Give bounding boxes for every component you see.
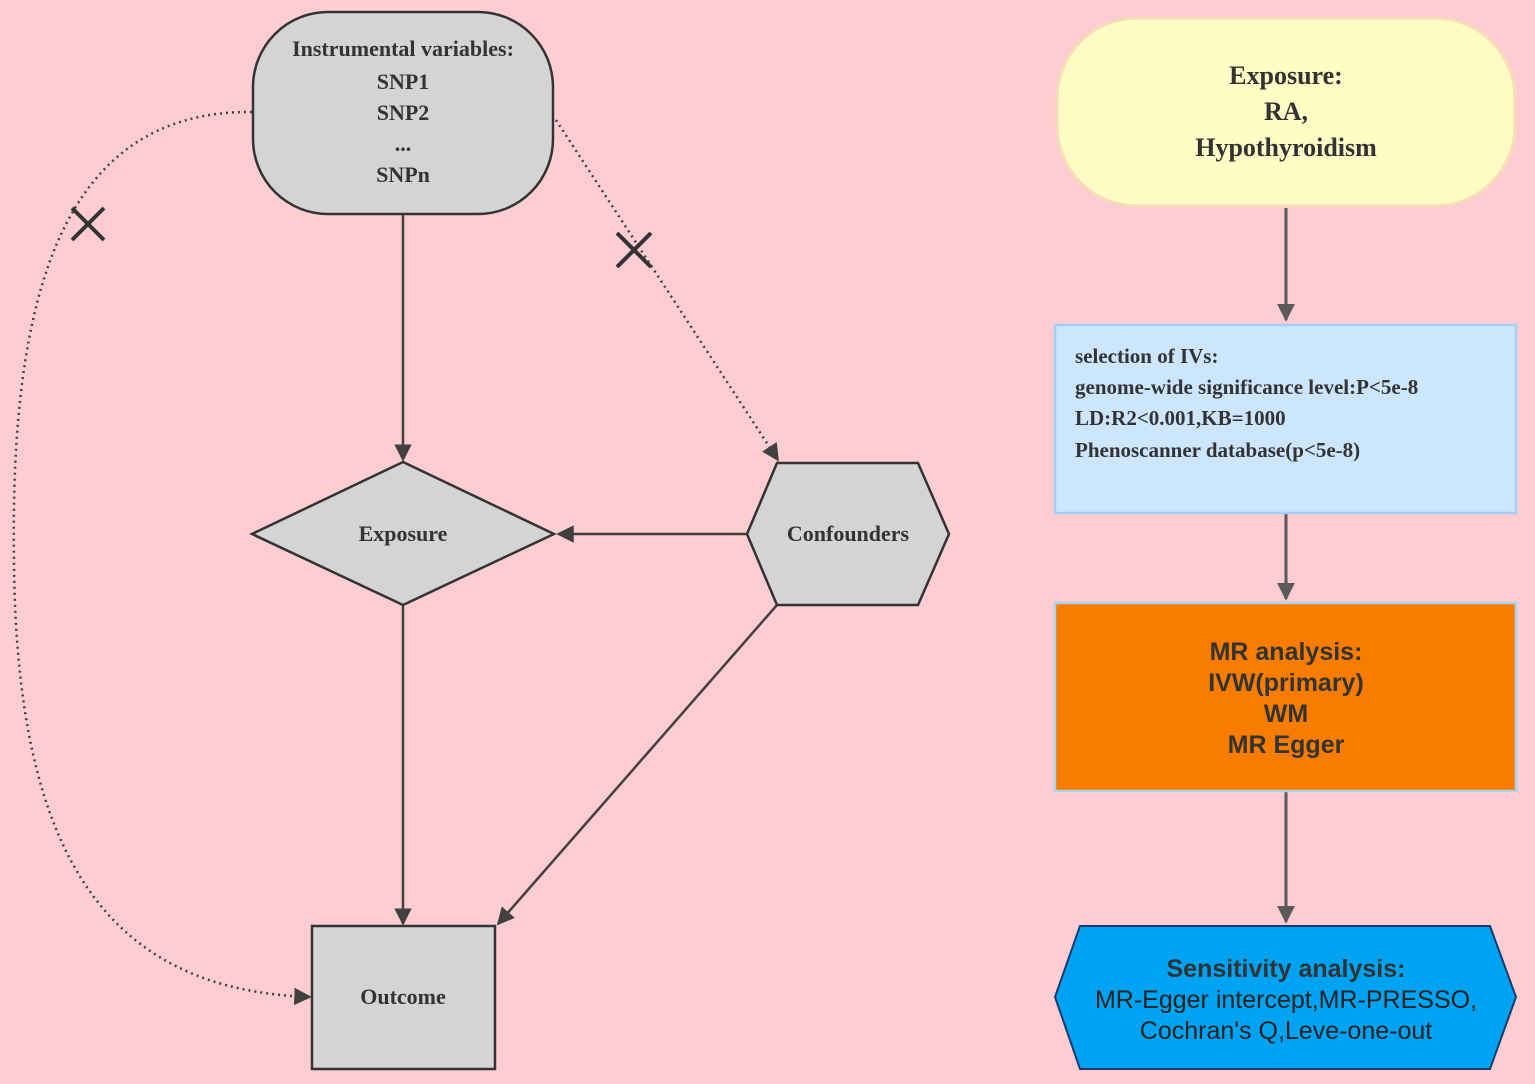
outcome-node: Outcome [310, 924, 497, 1071]
exposure-box-title: Exposure: [1229, 61, 1343, 90]
instruments-line: ... [395, 131, 412, 156]
mr-analysis-box: MR analysis: IVW(primary) WM MR Egger [1053, 601, 1518, 793]
exposure-box: Exposure: RA, Hypothyroidism [1055, 16, 1517, 208]
outcome-label: Outcome [360, 984, 446, 1009]
cross-icon-right [615, 231, 653, 269]
confounders-hexagon-node: Confounders [745, 461, 951, 607]
dotted-arrow-instruments-to-confounders [554, 119, 780, 462]
sensitivity-line: MR-Egger intercept,MR-PRESSO, [1095, 986, 1477, 1014]
sensitivity-line: Cochran's Q,Leve-one-out [1140, 1017, 1432, 1045]
dotted-arrow-instruments-to-outcome [12, 110, 312, 1006]
sensitivity-title: Sensitivity analysis: [1166, 955, 1405, 983]
selection-line: genome-wide significance level:P<5e-8 [1075, 375, 1418, 399]
exposure-diamond-label: Exposure [359, 521, 448, 546]
exposure-diamond-node: Exposure [249, 460, 557, 607]
mr-line: IVW(primary) [1208, 669, 1364, 697]
mr-line: MR Egger [1228, 731, 1345, 759]
mr-line: WM [1264, 700, 1308, 728]
instruments-node: Instrumental variables: SNP1 SNP2 ... SN… [251, 10, 555, 216]
arrow-confounders-to-outcome [496, 604, 778, 926]
instruments-line: SNP1 [377, 69, 430, 94]
instruments-title: Instrumental variables: [292, 36, 514, 61]
mr-line: MR analysis: [1210, 638, 1363, 666]
confounders-label: Confounders [787, 521, 910, 546]
exposure-box-line: RA, [1264, 97, 1308, 126]
instruments-line: SNP2 [377, 100, 430, 125]
selection-line: selection of IVs: [1075, 344, 1218, 368]
cross-icon-left [70, 206, 106, 242]
selection-box: selection of IVs: genome-wide significan… [1053, 323, 1518, 515]
instruments-line: SNPn [376, 162, 430, 187]
exposure-box-line: Hypothyroidism [1195, 133, 1377, 162]
selection-line: LD:R2<0.001,KB=1000 [1075, 406, 1286, 430]
sensitivity-box: Sensitivity analysis: MR-Egger intercept… [1053, 925, 1518, 1070]
selection-line: Phenoscanner database(p<5e-8) [1075, 438, 1360, 462]
